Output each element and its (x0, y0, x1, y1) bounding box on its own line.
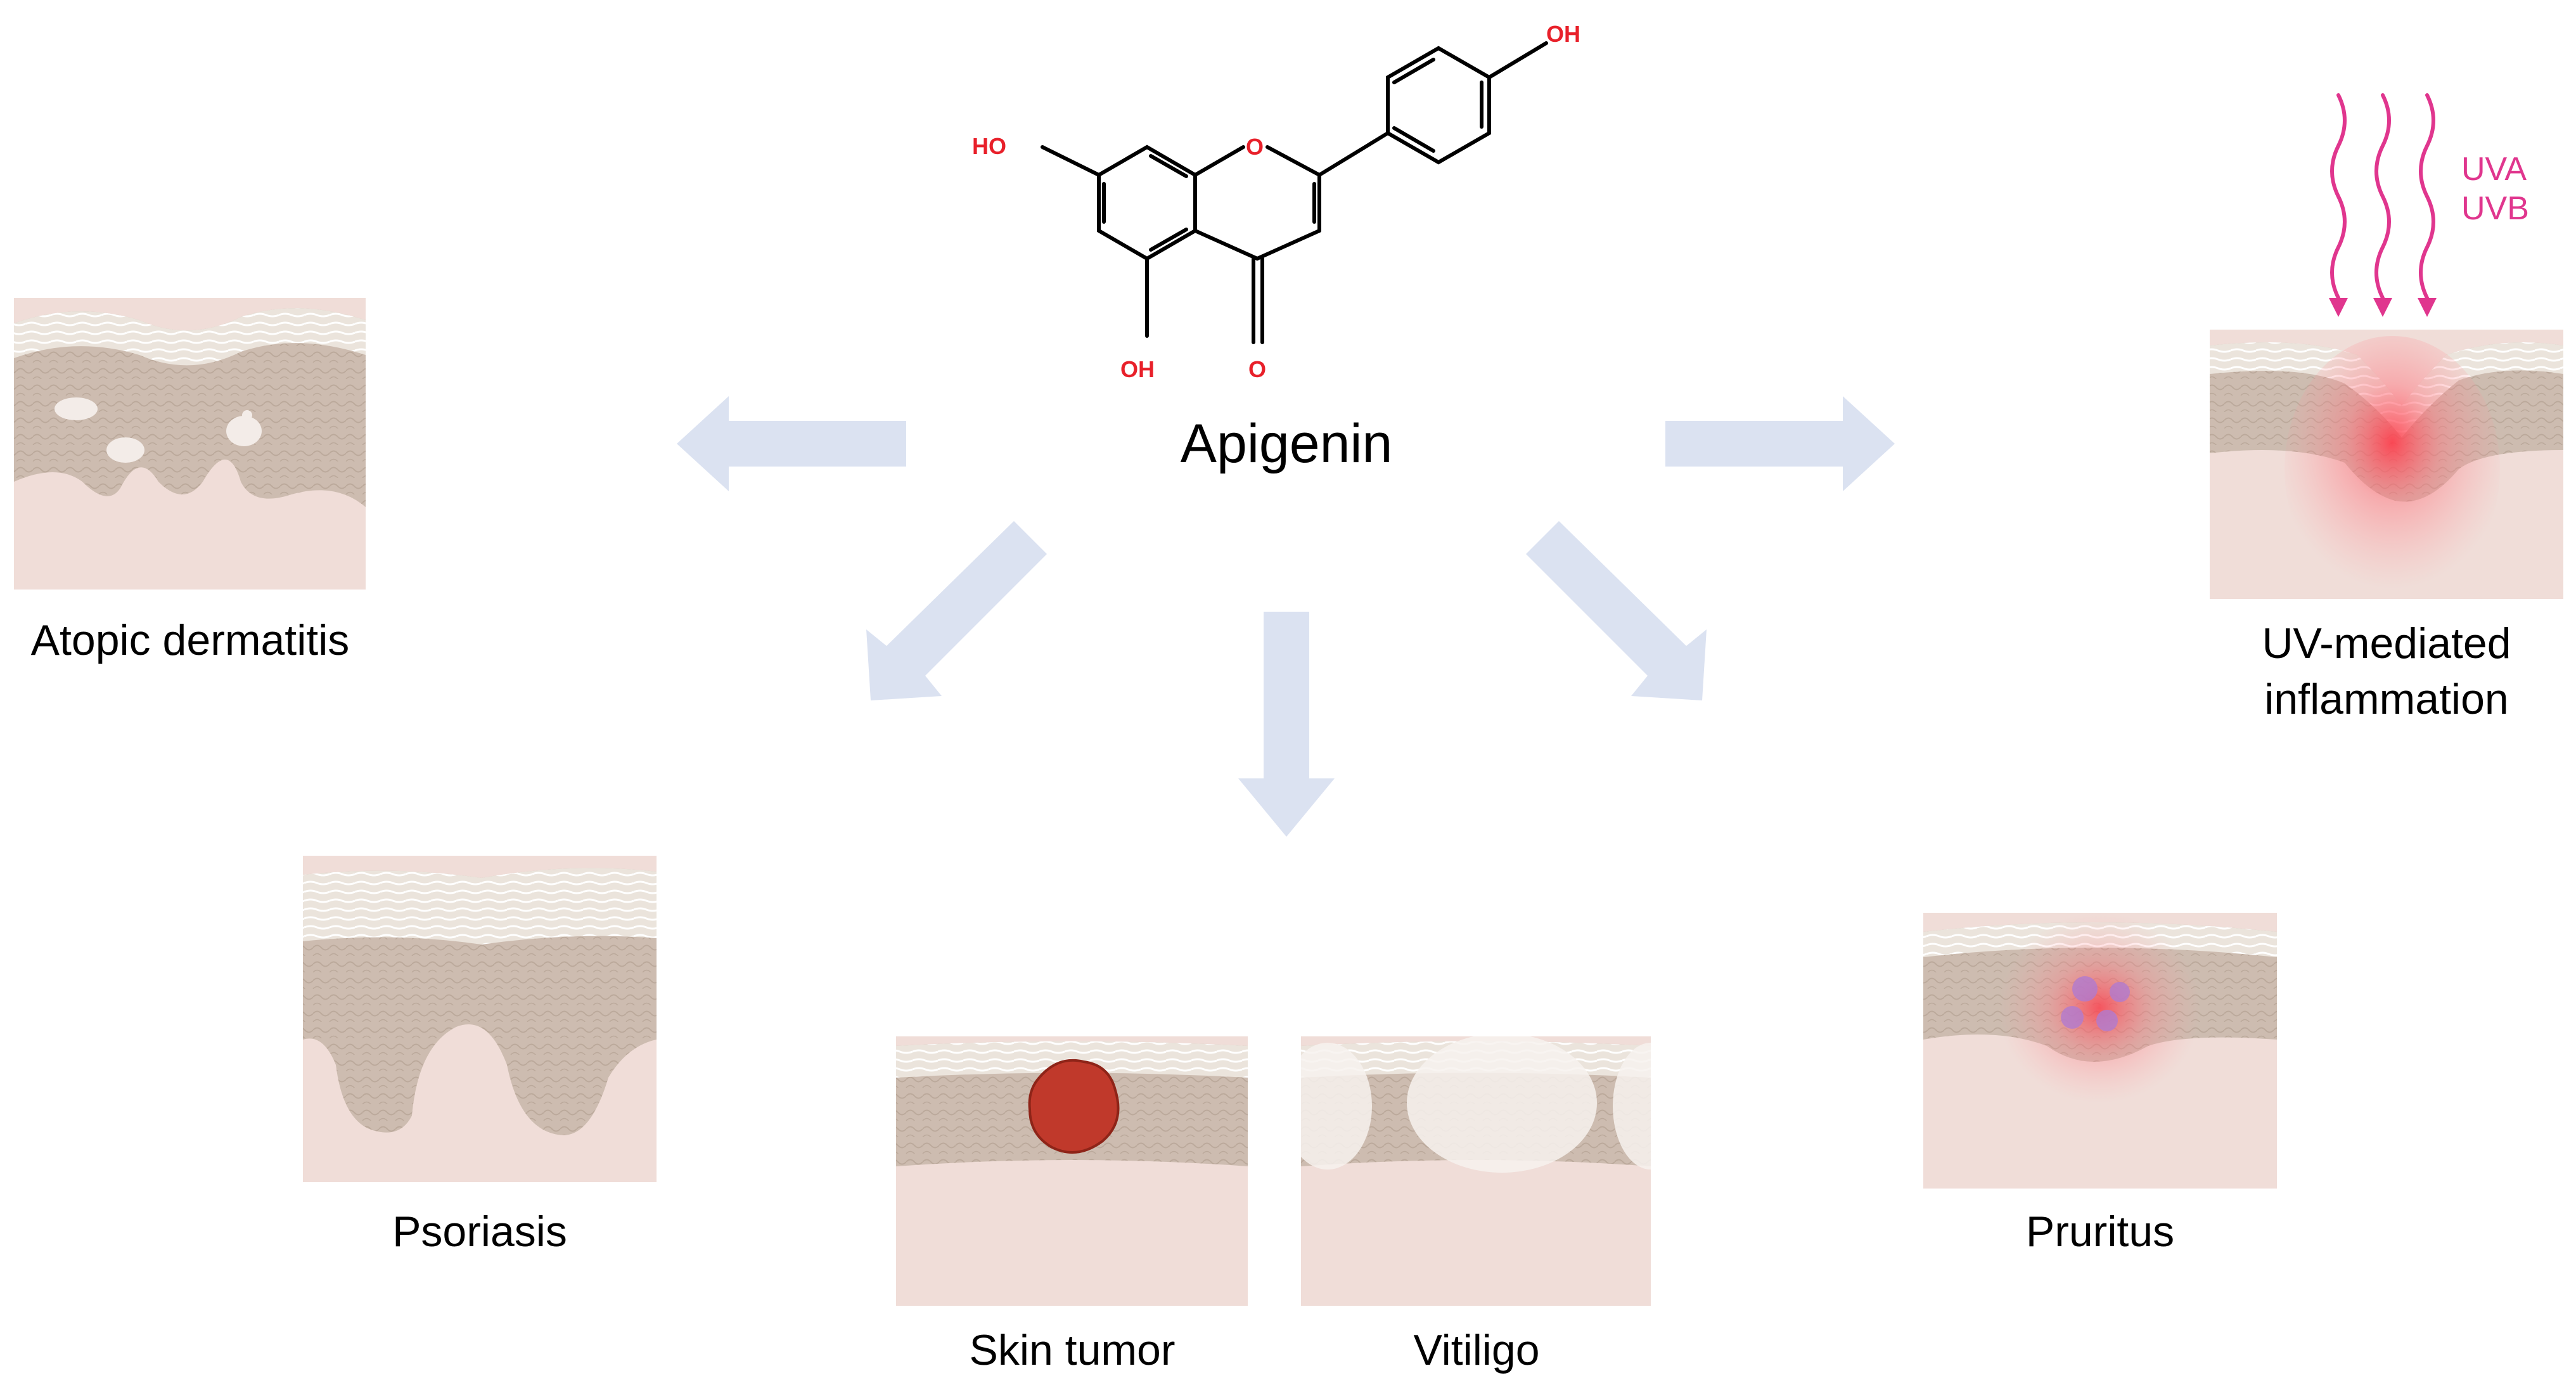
arrow-right (1665, 396, 1895, 491)
panel-psoriasis (303, 856, 657, 1182)
arrow-left (677, 396, 906, 491)
tumor-mass (1028, 1059, 1120, 1154)
uv-ray-arrowheads (2329, 298, 2437, 317)
atom-ring-oxygen: O (1246, 134, 1264, 160)
uv-rays (2330, 93, 2435, 300)
label-pruritus: Pruritus (2025, 1208, 2175, 1256)
label-psoriasis: Psoriasis (392, 1208, 567, 1256)
label-atopic-dermatitis: Atopic dermatitis (30, 616, 350, 664)
atom-ho-left: HO (972, 133, 1006, 159)
atom-oh-top-right: OH (1546, 21, 1580, 47)
panel-uv-inflammation (2210, 330, 2563, 599)
label-skin-tumor: Skin tumor (969, 1326, 1176, 1374)
arrows (677, 396, 1895, 837)
uvb-label: UVB (2461, 190, 2529, 227)
apigenin-structure (1041, 41, 1548, 344)
compound-name: Apigenin (1180, 413, 1393, 474)
arrow-down-right (1526, 521, 1707, 700)
label-uv-mediated: UV-mediated (2262, 619, 2511, 667)
panel-vitiligo (1301, 1036, 1651, 1306)
atom-oh-bottom: OH (1120, 356, 1155, 382)
arrow-down (1238, 612, 1335, 837)
uva-label: UVA (2461, 151, 2527, 188)
panel-pruritus (1923, 913, 2277, 1189)
arrow-down-left (866, 521, 1047, 700)
panel-atopic-dermatitis (14, 298, 366, 590)
label-vitiligo: Vitiligo (1413, 1326, 1540, 1374)
label-inflammation: inflammation (2264, 675, 2509, 723)
panel-skin-tumor (896, 1036, 1248, 1306)
atom-carbonyl-oxygen: O (1248, 356, 1266, 382)
